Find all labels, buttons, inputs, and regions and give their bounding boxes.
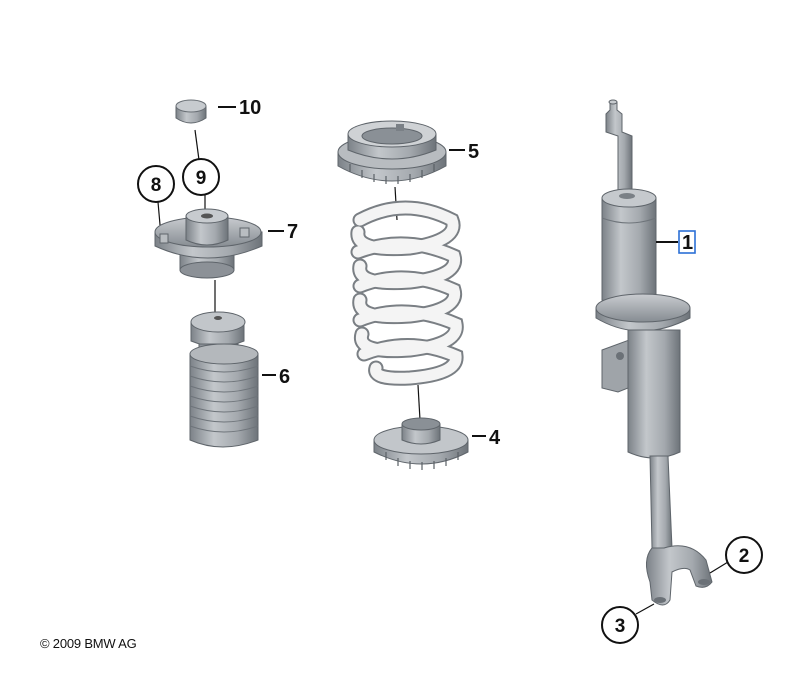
coil-spring bbox=[350, 200, 464, 386]
callout-label-7: 7 bbox=[287, 221, 298, 243]
part-10-cap-nut: 10 bbox=[175, 97, 261, 124]
callout-label-1: 1 bbox=[682, 232, 693, 254]
callout-label-6: 6 bbox=[279, 366, 290, 388]
callout-highlight-box bbox=[678, 230, 696, 254]
callout-circle-8: 8 bbox=[137, 165, 175, 203]
callout-circle-3: 3 bbox=[601, 606, 639, 644]
callout-label-5: 5 bbox=[468, 141, 479, 163]
part-6-dust-boot: 6 bbox=[189, 311, 290, 448]
callout-circle-2: 2 bbox=[725, 536, 763, 574]
part-1-strut: 1 bbox=[595, 99, 713, 606]
callout-label-10: 10 bbox=[239, 97, 261, 119]
leader-line-9 bbox=[194, 129, 200, 161]
callout-circle-9: 9 bbox=[182, 158, 220, 196]
part-5-upper-spring-seat: 5 bbox=[337, 120, 479, 184]
callout-label-9: 9 bbox=[196, 168, 207, 189]
callout-label-8: 8 bbox=[151, 175, 162, 196]
callout-label-3: 3 bbox=[615, 616, 626, 637]
callout-label-4: 4 bbox=[489, 427, 501, 449]
callout-label-2: 2 bbox=[739, 546, 750, 567]
part-4-lower-spring-seat: 4 bbox=[373, 417, 501, 470]
copyright-notice: © 2009 BMW AG bbox=[40, 636, 137, 651]
part-7-top-mount: 7 bbox=[154, 208, 298, 279]
